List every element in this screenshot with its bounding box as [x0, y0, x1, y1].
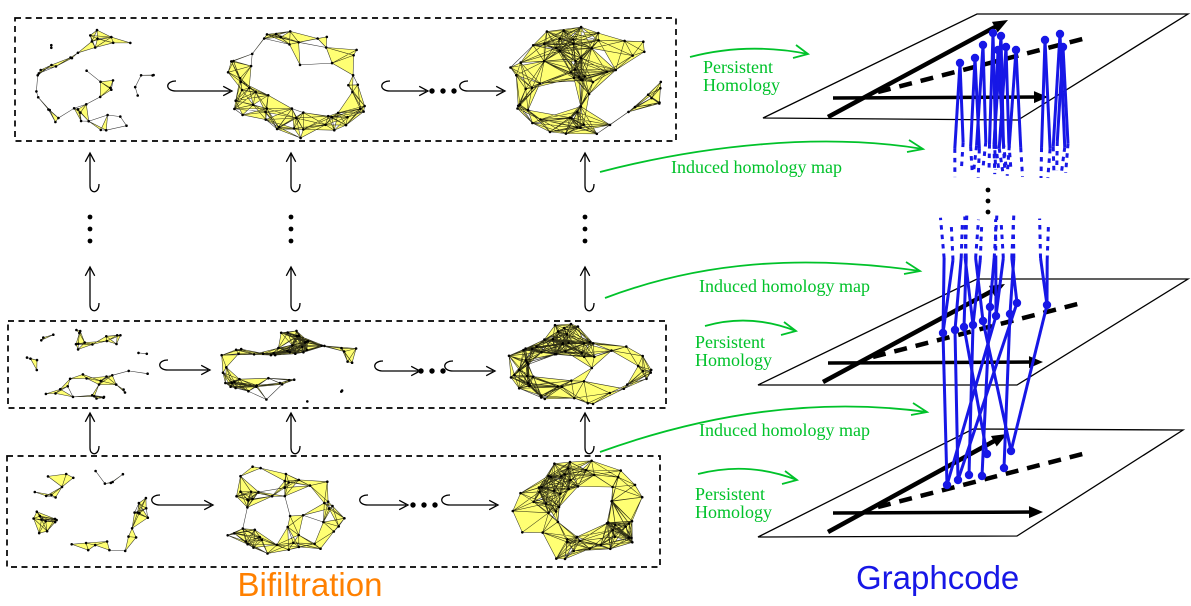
simplicial-complex-7 [32, 469, 150, 553]
ellipsis-dot [440, 88, 446, 94]
vertical-ellipsis-dot [288, 238, 294, 244]
persistent-homology-line1: Persistent [695, 332, 765, 352]
persistence-dot-top [978, 40, 988, 50]
annotation-arrows [599, 44, 930, 485]
graphcode-title: Graphcode [856, 559, 1020, 596]
persistence-dot-top [955, 58, 965, 68]
persistent-homology-label-1: Persistent Homology [703, 58, 780, 94]
persistence-dot-top [988, 28, 998, 38]
persistence-dot-top [970, 53, 980, 63]
persistent-homology-arrow-3 [697, 467, 800, 485]
ellipsis-dot [451, 88, 457, 94]
simplicial-complex-6 [507, 322, 653, 406]
ellipsis-dot [418, 368, 424, 374]
persistence-dot-bottom [942, 480, 952, 490]
graphcode-ellipsis-dot [985, 209, 991, 215]
ellipsis-dot [429, 88, 435, 94]
persistent-homology-arrow-2 [704, 319, 799, 336]
ellipsis-dot [432, 502, 438, 508]
persistent-homology-line2: Homology [703, 75, 781, 95]
bifiltration-row-boxes [6, 17, 677, 568]
simplicial-complex-4 [25, 328, 149, 400]
filtration-row-box-3 [6, 455, 661, 568]
persistent-homology-label-2: Persistent Homology [695, 333, 772, 369]
vertical-ellipsis-dot [87, 214, 93, 220]
filtration-row-box-1 [14, 17, 677, 142]
persistence-dot-top [1055, 29, 1065, 39]
persistence-dot-middle [978, 316, 988, 326]
persistence-dot-bottom [982, 449, 992, 459]
persistent-homology-line2: Homology [695, 350, 773, 370]
simplicial-complex-1 [35, 28, 155, 132]
persistence-dot-top [1040, 35, 1050, 45]
vertical-ellipsis-dot [582, 226, 588, 232]
graphcode-graph [938, 28, 1070, 490]
simplicial-complex-9 [511, 459, 644, 561]
graphcode-ellipsis-dot [985, 187, 991, 193]
simplicial-complex-2 [226, 30, 366, 140]
ellipsis-dot [429, 368, 435, 374]
simplicial-complex-8 [226, 465, 346, 555]
persistence-dot-top [993, 45, 1003, 55]
persistent-homology-label-3: Persistent Homology [695, 485, 772, 521]
filtration-row-box-2 [7, 320, 667, 409]
bifiltration-title: Bifiltration [237, 566, 383, 603]
persistence-dot-middle [938, 328, 948, 338]
simplicial-complex-3 [509, 25, 663, 136]
vertical-ellipsis-dot [87, 238, 93, 244]
induced-homology-map-arrow-1 [599, 139, 926, 173]
plane-diagonal-arrow [991, 20, 1008, 33]
persistence-dot-top [1011, 45, 1021, 55]
vertical-ellipsis-dot [582, 238, 588, 244]
persistence-dot-middle [968, 320, 978, 330]
simplicial-complex-5 [220, 329, 358, 403]
graphcode-ellipsis-dot [985, 198, 991, 204]
persistence-dot-bottom [977, 471, 987, 481]
persistent-homology-line1: Persistent [703, 57, 773, 77]
persistence-dot-top [1058, 42, 1068, 52]
persistent-homology-line1: Persistent [695, 484, 765, 504]
vertical-ellipsis-dot [582, 214, 588, 220]
ellipsis-dot [410, 502, 416, 508]
persistence-dot-middle [959, 322, 969, 332]
inclusion-arrows-vertical [84, 151, 595, 455]
plane-diagonal-arrow [990, 434, 1007, 447]
persistence-dot-middle [985, 302, 995, 312]
persistence-dot-middle [991, 311, 1001, 321]
inclusion-arrows-horizontal [151, 80, 507, 511]
induced-homology-map-arrow-3 [599, 402, 930, 453]
persistence-dot-bottom [999, 463, 1009, 473]
induced-homology-map-arrow-2 [604, 261, 923, 299]
persistence-dot-middle [1005, 309, 1015, 319]
persistence-dot-bottom [953, 475, 963, 485]
persistence-dot-bottom [964, 470, 974, 480]
induced-homology-map-label-2: Induced homology map [699, 276, 870, 296]
persistence-dot-bottom [1006, 446, 1016, 456]
persistent-homology-line2: Homology [695, 502, 773, 522]
persistence-dot-middle [1042, 300, 1052, 310]
persistent-homology-arrow-1 [689, 44, 811, 59]
vertical-ellipsis-dot [87, 226, 93, 232]
vertical-ellipsis-dot [288, 226, 294, 232]
persistence-dot-middle [1012, 298, 1022, 308]
ellipsis-dot [440, 368, 446, 374]
ellipsis-dot [421, 502, 427, 508]
persistence-dot-middle [950, 325, 960, 335]
persistence-dot-top [1001, 42, 1011, 52]
vertical-ellipsis-dot [288, 214, 294, 220]
induced-homology-map-label-3: Induced homology map [699, 420, 870, 440]
persistence-dot-top [996, 31, 1006, 41]
induced-homology-map-label-1: Induced homology map [671, 157, 842, 177]
